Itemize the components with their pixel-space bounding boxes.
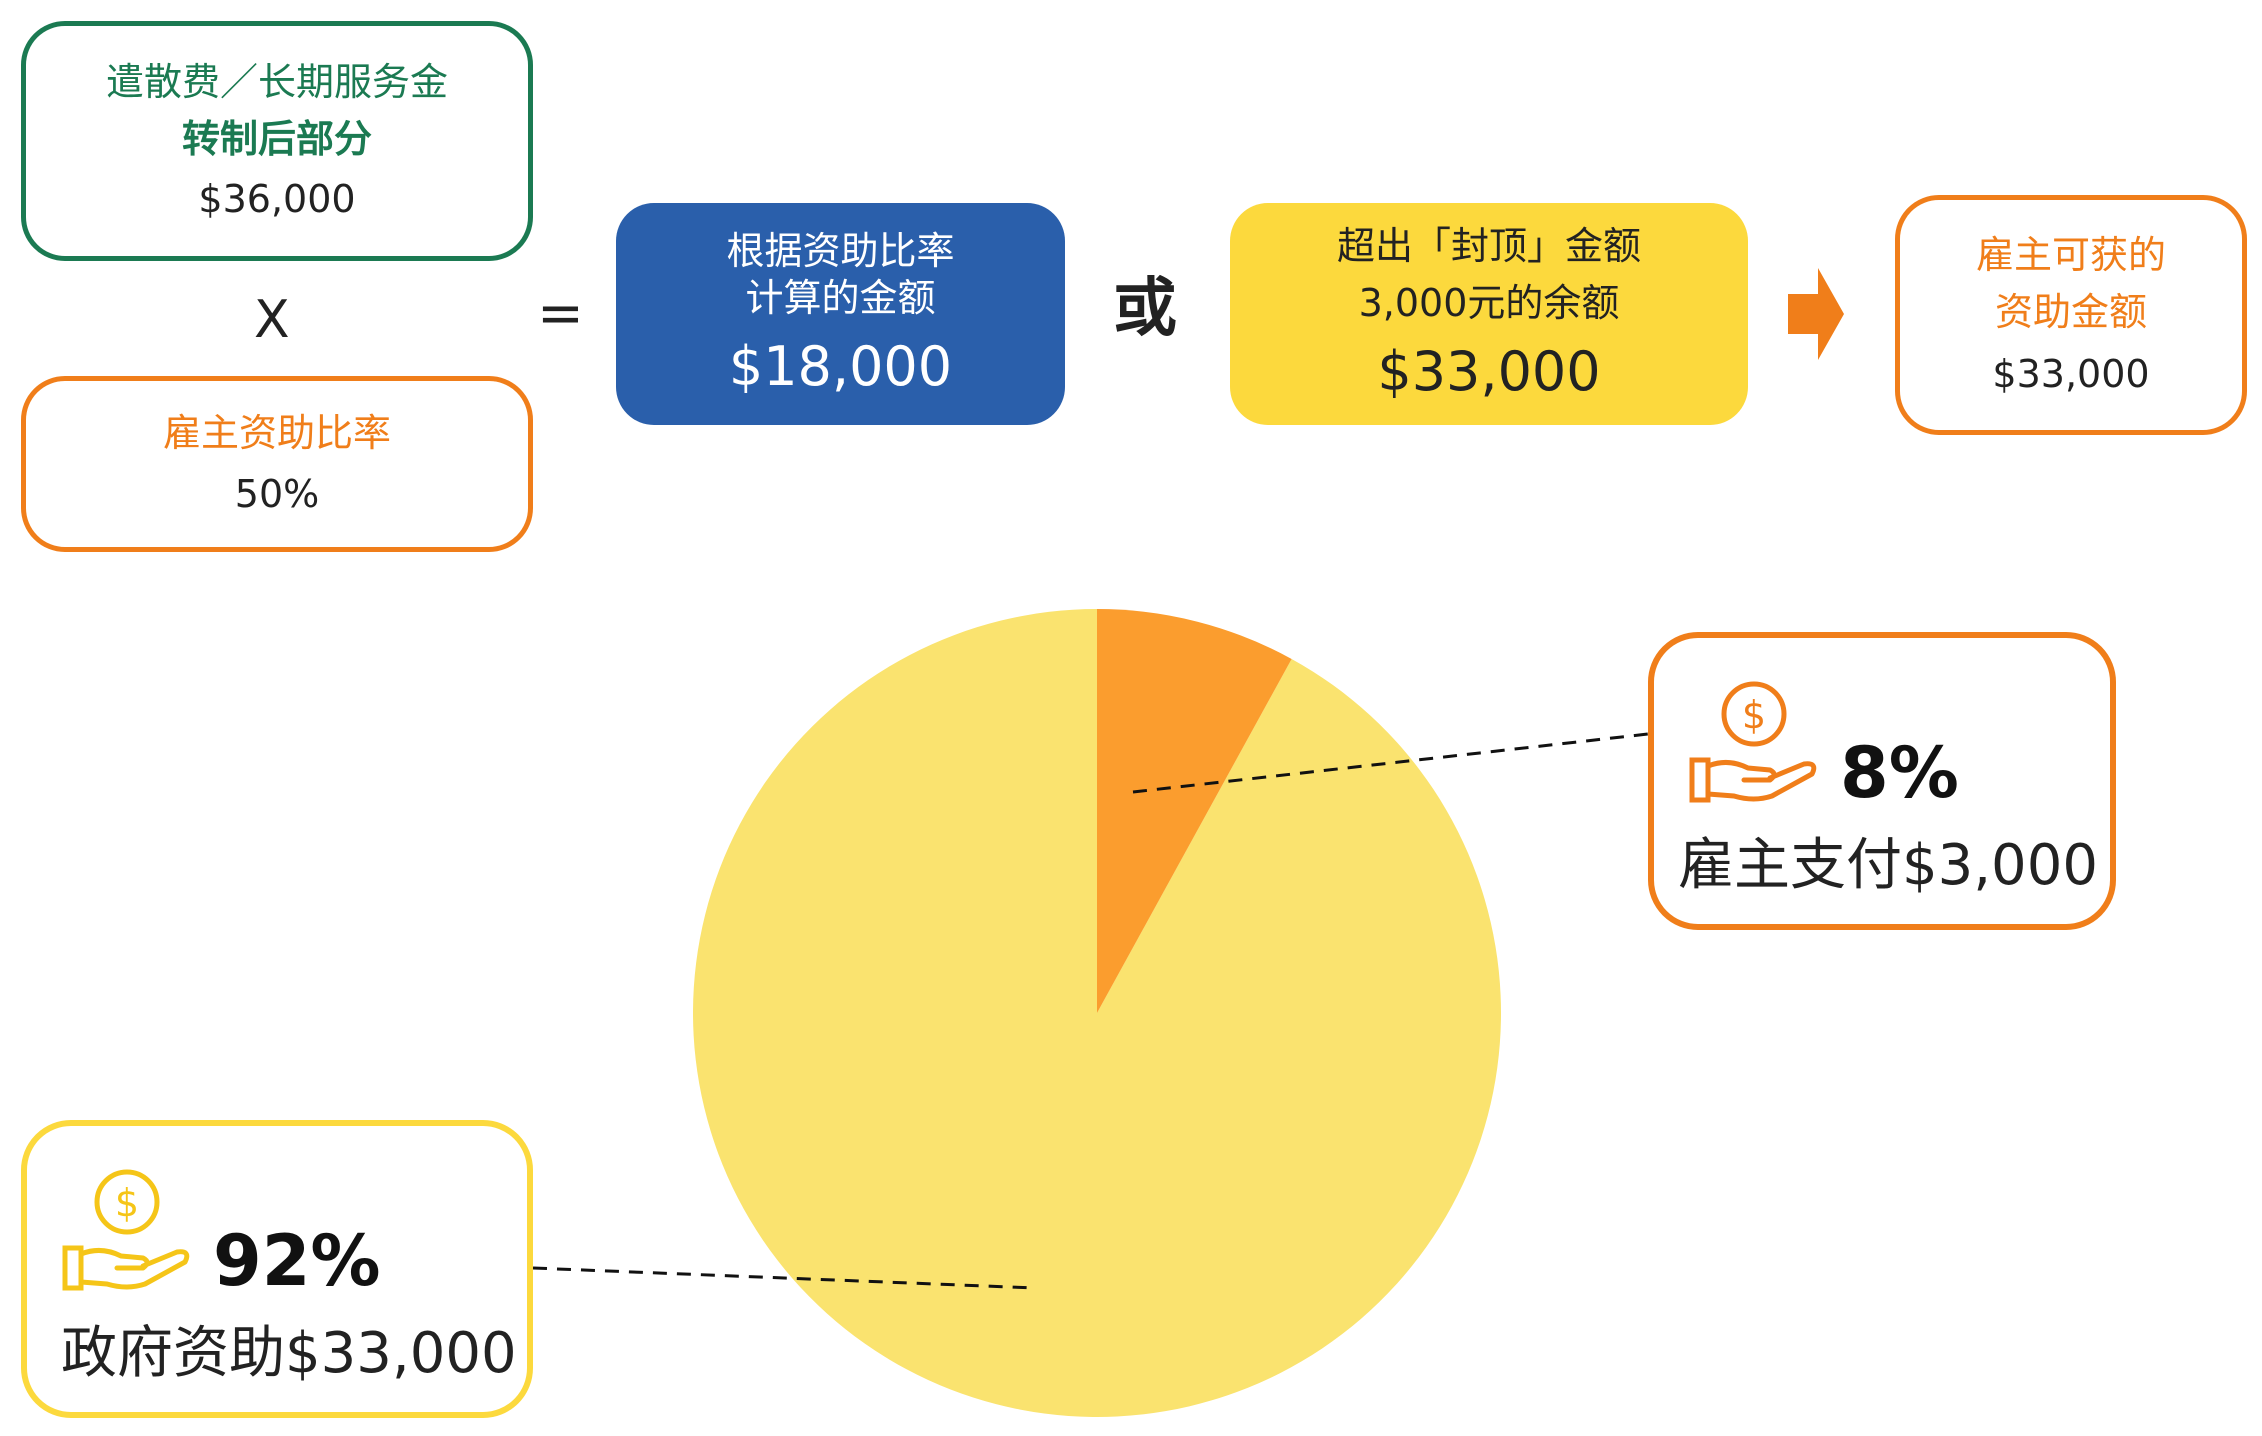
hand-coin-icon: $ — [62, 1169, 190, 1291]
calc-amount: $18,000 — [728, 334, 953, 398]
cap-excess-box: 超出「封顶」金额 3,000元的余额 $33,000 — [1230, 203, 1748, 425]
severance-amount-box: 遣散费／长期服务金 转制后部分 $36,000 — [21, 21, 533, 261]
equals-sign: = — [537, 281, 584, 346]
cap-title-line2: 3,000元的余额 — [1358, 281, 1620, 326]
government-subsidy-callout: $ 92% 政府资助$33,000 — [21, 1120, 533, 1418]
calc-title-line2: 计算的金额 — [745, 276, 936, 321]
employer-payment-text: 雇主支付$3,000 — [1678, 833, 2098, 898]
leader-line-government — [532, 1266, 1036, 1290]
severance-title-line1: 遣散费／长期服务金 — [105, 59, 448, 104]
subsidy-rate-box: 雇主资助比率 50% — [21, 376, 533, 552]
employer-percent: 8% — [1840, 732, 1959, 814]
result-title-line2: 资助金额 — [1994, 290, 2147, 335]
pie-slice-employer — [1097, 609, 1292, 1013]
multiply-sign: X — [254, 290, 290, 350]
subsidy-rate-value: 50% — [234, 472, 320, 516]
employer-subsidy-result-box: 雇主可获的 资助金额 $33,000 — [1895, 195, 2247, 435]
arrow-right-icon — [1788, 268, 1844, 360]
subsidy-rate-label: 雇主资助比率 — [162, 410, 391, 455]
result-title-line1: 雇主可获的 — [1975, 232, 2166, 277]
result-amount: $33,000 — [1992, 351, 2150, 396]
hand-coin-icon: $ — [1689, 681, 1817, 803]
employer-payment-callout: $ 8% 雇主支付$3,000 — [1648, 632, 2116, 930]
severance-amount: $36,000 — [198, 176, 356, 221]
government-subsidy-text: 政府资助$33,000 — [61, 1321, 517, 1386]
svg-text:$: $ — [115, 1181, 139, 1225]
government-percent: 92% — [213, 1220, 381, 1302]
cap-title-line1: 超出「封顶」金额 — [1336, 223, 1641, 268]
cap-amount: $33,000 — [1377, 339, 1601, 403]
svg-text:$: $ — [1742, 693, 1766, 737]
calculated-amount-box: 根据资助比率 计算的金额 $18,000 — [616, 203, 1065, 425]
calc-title-line1: 根据资助比率 — [726, 228, 955, 273]
severance-title-line2: 转制后部分 — [181, 117, 372, 162]
pie-slices — [693, 609, 1502, 1417]
or-label: 或 — [1113, 272, 1177, 346]
